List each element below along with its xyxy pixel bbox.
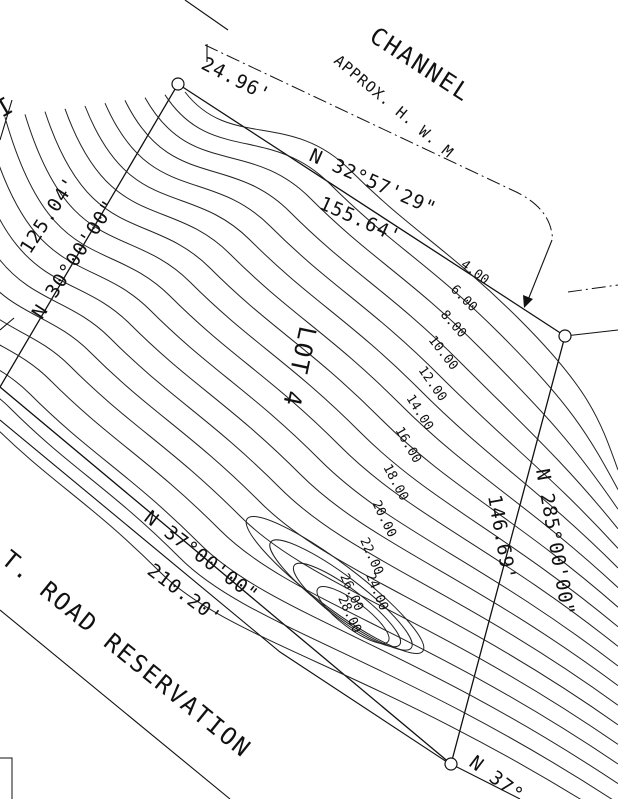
contour-line [4, 117, 618, 647]
side-glyph: I [0, 91, 19, 123]
contour-line [64, 108, 618, 588]
contour-line [24, 114, 618, 628]
contour-line [0, 218, 618, 687]
contour-label: 8.00 [437, 308, 469, 341]
bottom-bearing: N 37°00'00" [140, 506, 263, 606]
contour-line [44, 111, 618, 608]
contour-line [0, 259, 618, 706]
contour-line [164, 94, 618, 490]
contour-line [0, 291, 618, 726]
bottom-right-edge [450, 763, 521, 799]
north-edge-distance: 24.96' [198, 53, 274, 106]
contour-line [0, 398, 613, 799]
corner-marker-icon[interactable] [558, 329, 572, 343]
contour-labels: 4.00 6.00 8.00 10.00 12.00 14.00 16.00 1… [334, 257, 491, 635]
contour-line [0, 370, 618, 785]
corner-marker-icon[interactable] [171, 77, 185, 91]
contour-loop [269, 539, 413, 651]
title-block-fragment [0, 757, 13, 799]
hwm-arrow-icon [523, 295, 533, 308]
contour-line [124, 100, 618, 530]
contour-line [0, 431, 581, 799]
contour-label: 14.00 [403, 392, 436, 433]
road-line-upper [0, 419, 451, 765]
contour-loop [316, 586, 390, 644]
annotations: CHANNEL APPROX. H. W. M 24.96' N 32°57'2… [0, 22, 579, 799]
road-line-lower [0, 609, 231, 799]
outer-edge-line [184, 0, 229, 62]
contour-line [84, 105, 618, 569]
corner-marker-icon[interactable] [444, 757, 458, 771]
contour-lines [0, 91, 618, 799]
contour-line [0, 319, 618, 745]
left-edge-mark [0, 99, 15, 331]
contour-label: 22.00 [356, 536, 386, 578]
contour-line [144, 97, 618, 510]
high-water-mark-line [204, 44, 618, 293]
contour-line [104, 102, 618, 549]
contour-line [0, 344, 618, 765]
right-lot-edge [564, 329, 618, 337]
contour-line [0, 166, 618, 667]
corner-bearing: N 37° [465, 751, 528, 799]
contour-label: 18.00 [379, 462, 411, 504]
contour-line [184, 91, 618, 471]
hwm-leader [527, 239, 553, 301]
contour-loop [292, 562, 402, 648]
contour-label: 16.00 [392, 425, 425, 466]
right-distance: 146.69' [483, 493, 520, 583]
contour-label: 4.00 [458, 257, 492, 288]
lot-label: LOT 4 [277, 324, 321, 410]
